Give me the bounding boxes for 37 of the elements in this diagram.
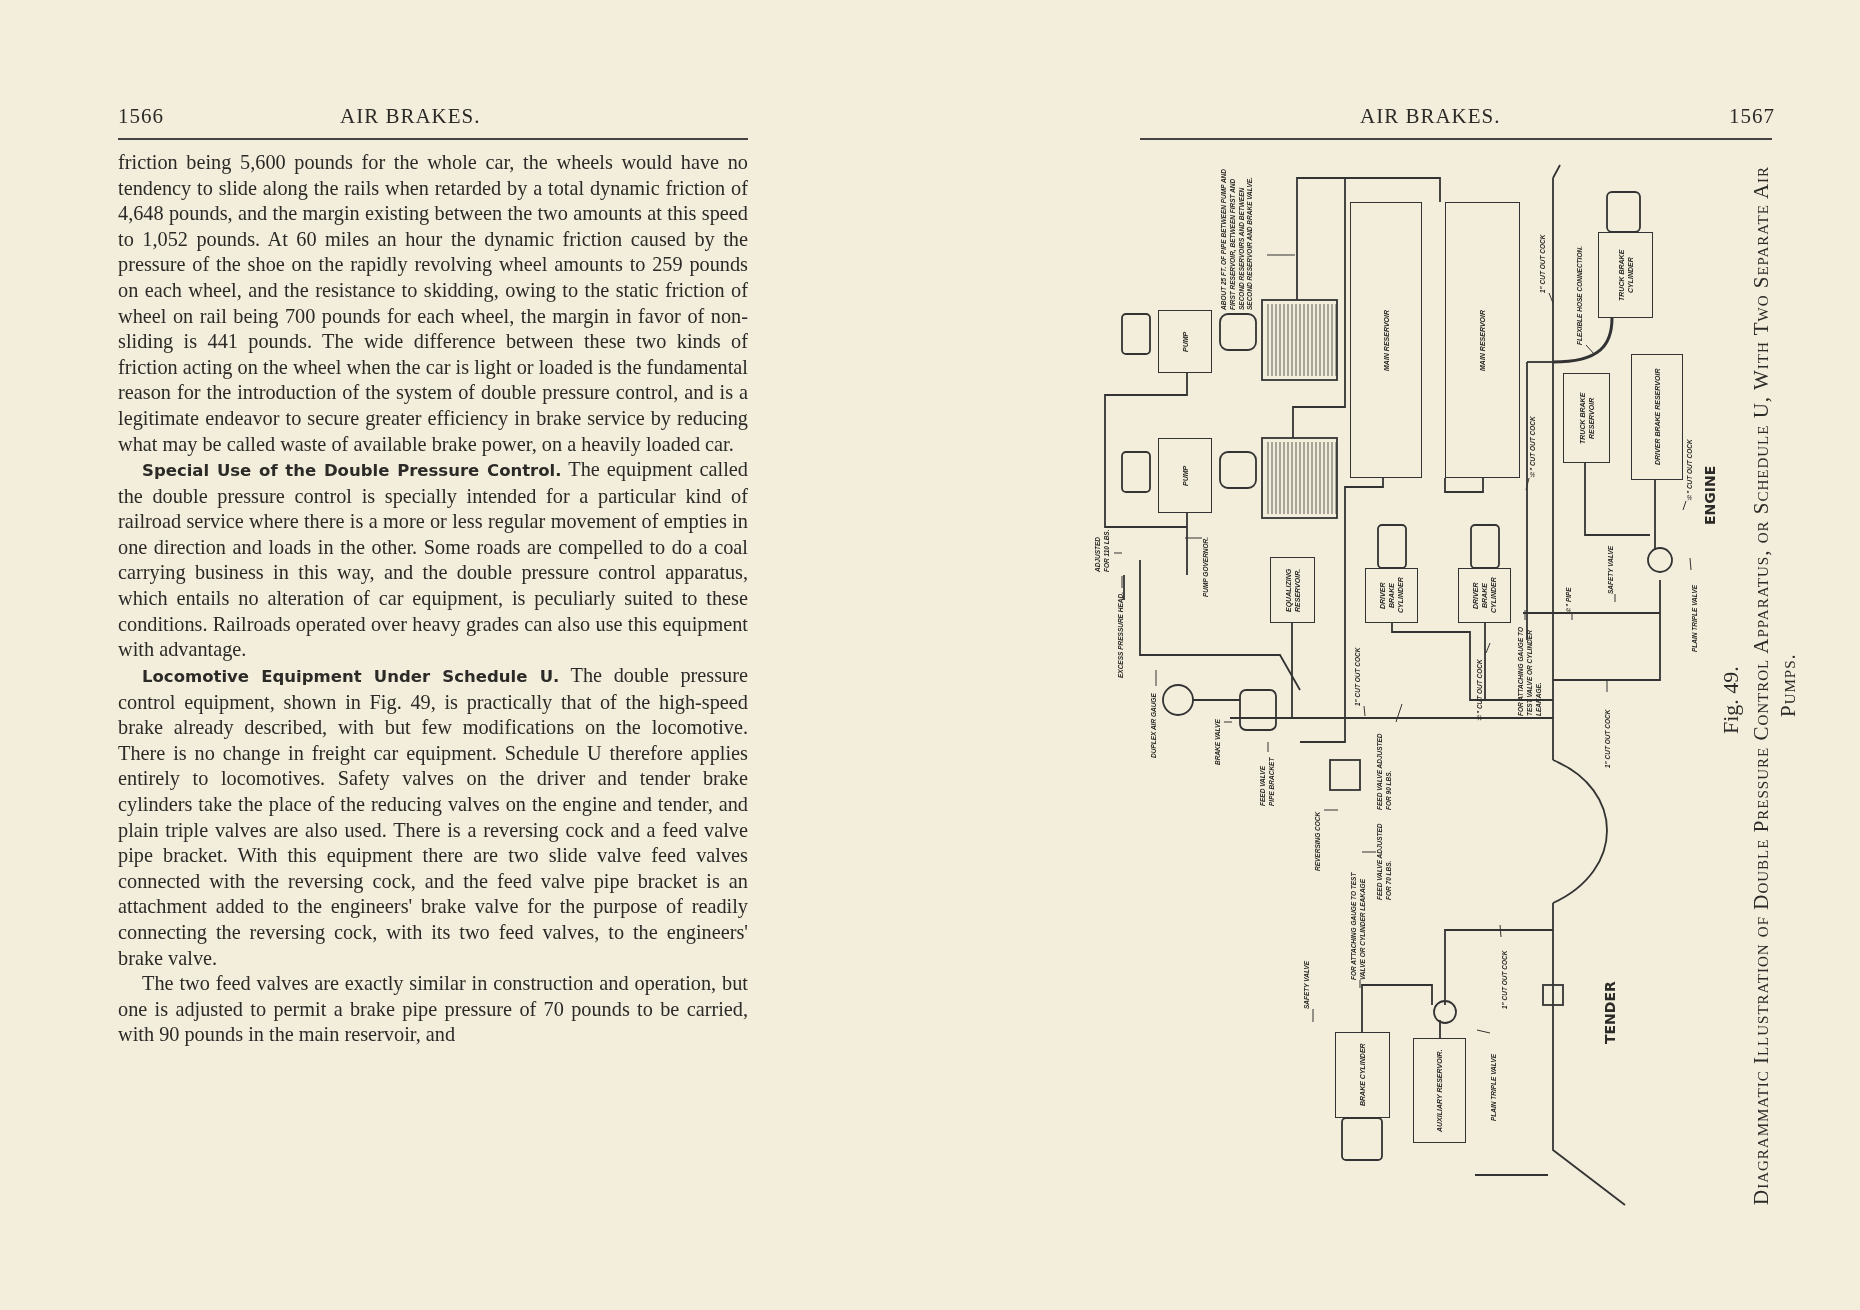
leader-line xyxy=(1363,705,1366,717)
leader-line xyxy=(1113,552,1123,554)
leader-line xyxy=(1571,613,1573,621)
page-number: 1567 xyxy=(1728,104,1775,129)
section-label: ENGINE xyxy=(1702,464,1719,527)
leader-line xyxy=(1476,1029,1491,1034)
leader-line xyxy=(1266,254,1296,256)
leader-line xyxy=(1689,557,1692,571)
leader-line xyxy=(1606,679,1608,693)
leader-line xyxy=(1267,741,1269,753)
leader-line xyxy=(1395,703,1403,723)
leader-line xyxy=(1155,669,1157,687)
leader-line xyxy=(1121,575,1123,589)
body-paragraph: Locomotive Equipment Under Schedule U. The double pressure control equipment, shown in Fig. 49, is practically that of the high-speed brake already described, with but few modifications on the locomotive. There is no change in freight car equipment. Schedule U therefore applies entirely to locomotives. Safety valves on the driver and tender brake cylinders take the place of the reducing valves on the engine and tender, and plain triple valves are also used. There is a reversing cock and a feed valve pipe bracket. With this equipment there are two slide valve feed valves connected with the reversing cock, and the feed valve pipe bracket is an attachment added to the engineers' brake valve for the purpose of readily connecting the reversing cock, with its two feed valves, to the engineers' brake valve. xyxy=(118,663,748,971)
leader-line xyxy=(1361,851,1377,853)
leader-line xyxy=(1548,292,1554,304)
running-head: AIR BRAKES. xyxy=(1360,104,1502,129)
leader-line xyxy=(1359,979,1361,989)
body-paragraph: The two feed valves are exactly similar in construction and operation, but one is adjusted to permit a brake pipe pressure of 70 pounds to be carried, with 90 pounds in the main reservoir, and xyxy=(118,971,748,1048)
leader-line xyxy=(1525,477,1530,491)
leader-line xyxy=(1223,721,1233,723)
figure-caption: Diagrammatic Illustration of Double Pressure Control Apparatus, or Schedule U, With Two Separate Air Pumps. xyxy=(1748,165,1801,1205)
leader-line xyxy=(1323,809,1339,811)
leader-line xyxy=(1499,924,1502,938)
leader-line xyxy=(1524,609,1526,621)
figure-number: Fig. 49. xyxy=(1718,665,1744,736)
body-paragraph: Special Use of the Double Pressure Control. The equipment called the double pressure control is specially intended for a particular kind of railroad service where there is a more or less regular movement of empties in one direction and loads in the other. Some roads are compelled to do a coal carrying business in this way, and the double pressure control apparatus, which entails no alteration of car equipment, is peculiarly suited to these conditions. Railroads operated over heavy grades can also use this equipment with advantage. xyxy=(118,457,748,663)
section-label: TENDER xyxy=(1602,980,1619,1047)
running-head: AIR BRAKES. xyxy=(340,104,482,129)
body-paragraph: friction being 5,600 pounds for the whole car, the wheels would have no tendency to slide along the rails when retarded by a total dynamic friction of 4,648 pounds, and the margin existing between the two amounts at this speed to 1,052 pounds. At 60 miles an hour the dynamic friction caused by the pressure of the shoe on the rapidly revolving wheel amounts to 259 pounds on each wheel, and the resistance to skidding, owing to the static friction of wheel on rail being 700 pounds for each wheel, the margin in favor of non-sliding is 441 pounds. The wide difference between these two kinds of friction acting on the wheel when the car is light or loaded is the fundamental reason for the introduction of the system of double pressure control, and is a legitimate endeavor to secure greater efficiency in brake service by reducing what may be called waste of available brake power, on a heavily loaded car. xyxy=(118,150,748,458)
leader-line xyxy=(1585,344,1596,356)
page-number: 1566 xyxy=(118,104,165,129)
leader-line xyxy=(1614,593,1616,603)
leader-line xyxy=(1312,1008,1314,1023)
leader-line xyxy=(1485,642,1491,654)
leader-line xyxy=(1184,537,1203,539)
leader-line xyxy=(1682,500,1687,511)
